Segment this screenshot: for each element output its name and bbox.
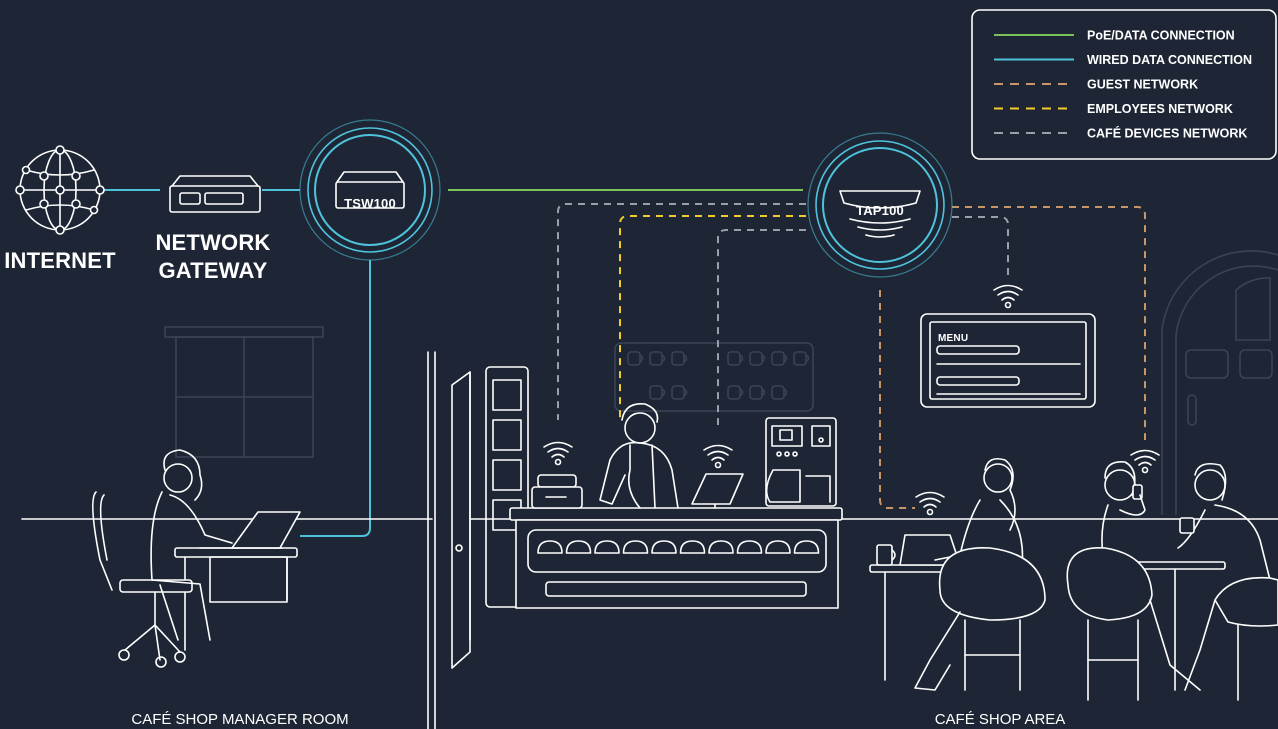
menu-display-icon <box>921 314 1095 407</box>
window-decor <box>165 327 323 457</box>
globe-icon <box>16 146 104 234</box>
legend: PoE/DATA CONNECTION WIRED DATA CONNECTION… <box>972 10 1276 159</box>
gateway-label-line1: NETWORK <box>155 230 270 255</box>
manager-scene <box>93 450 300 667</box>
guest-link-2 <box>880 290 915 508</box>
coffee-machine-icon <box>766 418 836 506</box>
wifi-icon <box>704 446 732 468</box>
switch-label: TSW100 <box>344 196 396 211</box>
cup-shelf-decor <box>615 343 813 411</box>
pos-terminal-icon <box>692 474 743 508</box>
menu-label: MENU <box>938 333 968 344</box>
wifi-icon <box>994 286 1022 308</box>
legend-label: WIRED DATA CONNECTION <box>1087 53 1252 67</box>
manager-room-label: CAFÉ SHOP MANAGER ROOM <box>131 711 348 728</box>
cash-register-icon <box>532 475 582 508</box>
wifi-icon <box>544 443 572 465</box>
cafe-devices-link-1 <box>558 204 806 420</box>
legend-label: EMPLOYEES NETWORK <box>1087 102 1233 116</box>
wifi-icon <box>1131 451 1159 473</box>
counter-scene <box>452 367 842 668</box>
cafe-area-label: CAFÉ SHOP AREA <box>935 711 1066 728</box>
legend-label: PoE/DATA CONNECTION <box>1087 29 1235 43</box>
internet-label: INTERNET <box>4 248 116 273</box>
cafe-seating-scene <box>870 459 1278 700</box>
gateway-label-line2: GATEWAY <box>159 258 268 283</box>
laptop-icon <box>200 512 300 548</box>
legend-label: GUEST NETWORK <box>1087 78 1198 92</box>
wifi-icon <box>916 493 944 515</box>
legend-label: CAFÉ DEVICES NETWORK <box>1087 126 1247 141</box>
wired-link-switch-laptop <box>300 260 370 536</box>
switch-icon <box>300 120 440 260</box>
access-point-label: TAP100 <box>856 203 904 218</box>
employees-link <box>620 216 806 420</box>
cafe-devices-link-3 <box>952 217 1008 275</box>
gateway-icon <box>170 176 260 212</box>
